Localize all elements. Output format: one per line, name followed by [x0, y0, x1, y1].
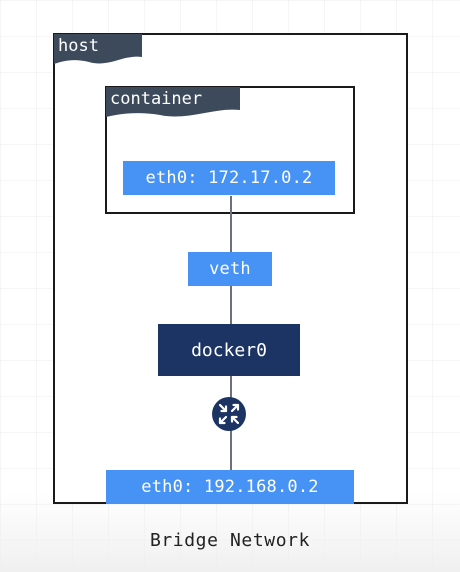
- connector-line: [230, 376, 232, 398]
- host-label-tag: host: [54, 34, 142, 66]
- container-label: container: [110, 89, 203, 109]
- router-icon: [212, 397, 246, 431]
- host-eth0-interface: eth0: 192.168.0.2: [106, 470, 354, 504]
- connector-line: [230, 430, 232, 470]
- tag-shape: [54, 34, 142, 64]
- connector-line: [230, 286, 232, 324]
- bottom-fade: [0, 492, 460, 572]
- container-eth0-interface: eth0: 172.17.0.2: [123, 161, 335, 195]
- diagram-caption: Bridge Network: [149, 530, 311, 551]
- connector-line: [230, 196, 232, 252]
- host-label: host: [58, 36, 99, 56]
- tag-shape: [106, 87, 240, 117]
- container-label-tag: container: [106, 87, 240, 119]
- docker0-bridge: docker0: [158, 324, 300, 376]
- veth-interface: veth: [188, 252, 272, 286]
